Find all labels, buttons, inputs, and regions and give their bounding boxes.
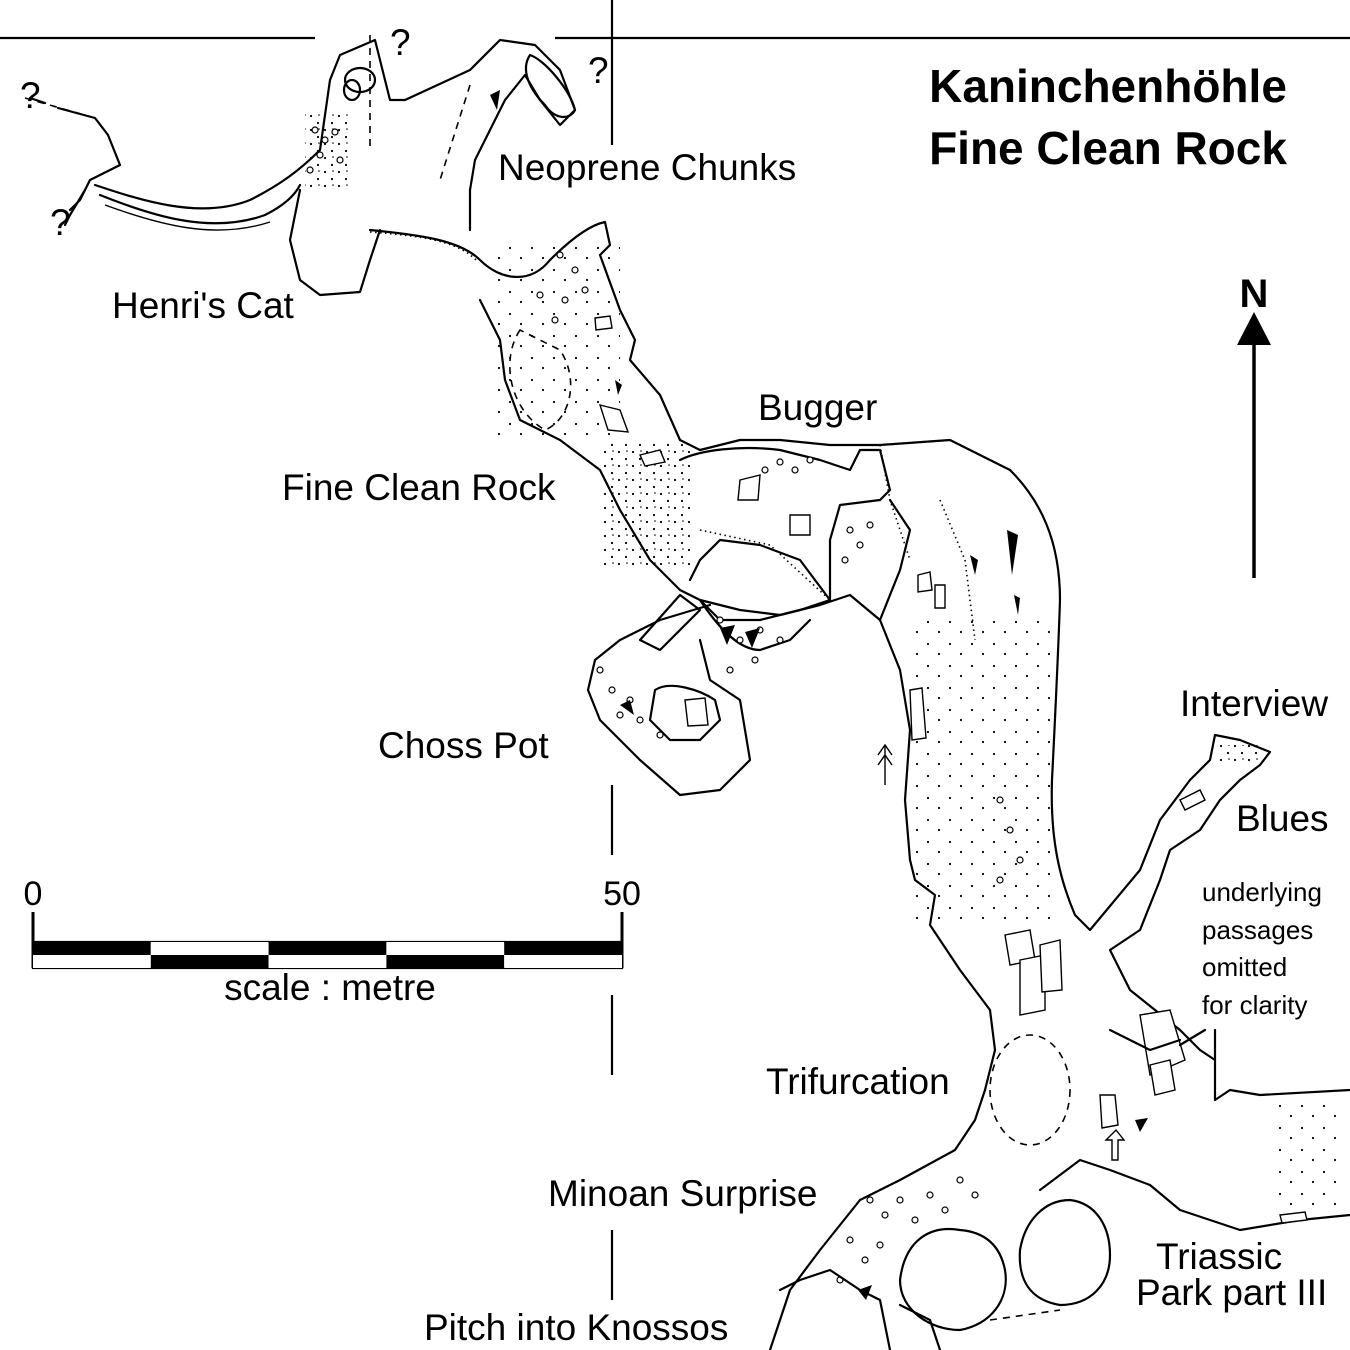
scale-segment xyxy=(268,955,387,968)
scale-segment xyxy=(504,955,622,968)
cave-passage-central xyxy=(368,220,1350,1350)
label-pitch-into-knossos: Pitch into Knossos xyxy=(424,1307,728,1348)
scale-segment xyxy=(150,955,269,968)
boulder-chambers xyxy=(586,446,912,797)
scale-segment xyxy=(386,955,505,968)
unknown-lead-marker: ? xyxy=(588,50,609,91)
north-label: N xyxy=(1240,272,1269,316)
scale-segment xyxy=(504,942,622,955)
unknown-lead-marker: ? xyxy=(390,22,411,63)
label-minoan-surprise: Minoan Surprise xyxy=(548,1173,817,1214)
unknown-leads: ? ? ? ? xyxy=(20,22,609,243)
scale-end-label: 50 xyxy=(603,875,641,913)
label-neoprene-chunks: Neoprene Chunks xyxy=(498,147,796,188)
note-line-2: passages xyxy=(1202,915,1313,945)
scale-start-label: 0 xyxy=(24,875,43,913)
north-arrow: N xyxy=(1237,272,1271,578)
label-henris-cat: Henri's Cat xyxy=(112,285,295,326)
north-arrow-head xyxy=(1237,312,1271,345)
note-line-4: for clarity xyxy=(1202,990,1307,1020)
scale-segment xyxy=(33,942,151,955)
label-trifurcation: Trifurcation xyxy=(766,1061,950,1102)
scale-segment xyxy=(33,955,151,968)
scale-segment xyxy=(386,942,505,955)
grid-lines xyxy=(0,0,1350,1300)
label-triassic-park-line-2: Park part III xyxy=(1136,1272,1327,1313)
unknown-lead-marker: ? xyxy=(20,75,41,116)
boulder-symbols xyxy=(594,315,1308,1224)
scale-bar-segments xyxy=(33,942,622,968)
label-interview: Interview xyxy=(1180,683,1328,724)
cave-passage-northwest xyxy=(24,35,577,297)
cave-passage-south xyxy=(778,1028,1217,1350)
slope-arrows xyxy=(490,90,1148,1300)
place-labels: Neoprene Chunks Henri's Cat Bugger Fine … xyxy=(112,147,1329,1348)
scale-segment xyxy=(268,942,387,955)
label-bugger: Bugger xyxy=(758,387,877,428)
label-blues: Blues xyxy=(1236,798,1329,839)
title-line-2: Fine Clean Rock xyxy=(929,122,1287,174)
scale-segment xyxy=(150,942,269,955)
map-title: Kaninchenhöhle Fine Clean Rock xyxy=(929,60,1287,174)
note-line-1: underlying xyxy=(1202,877,1322,907)
omission-note: underlying passages omitted for clarity xyxy=(1202,877,1322,1020)
scale-bar: 0 50 scale : metre xyxy=(24,875,641,1008)
note-line-3: omitted xyxy=(1202,952,1287,982)
label-choss-pot: Choss Pot xyxy=(378,725,549,766)
unknown-lead-marker: ? xyxy=(50,202,71,243)
scale-caption: scale : metre xyxy=(224,967,436,1008)
title-line-1: Kaninchenhöhle xyxy=(929,60,1287,112)
label-triassic-park-line-1: Triassic xyxy=(1156,1236,1282,1277)
label-fine-clean-rock: Fine Clean Rock xyxy=(282,467,556,508)
